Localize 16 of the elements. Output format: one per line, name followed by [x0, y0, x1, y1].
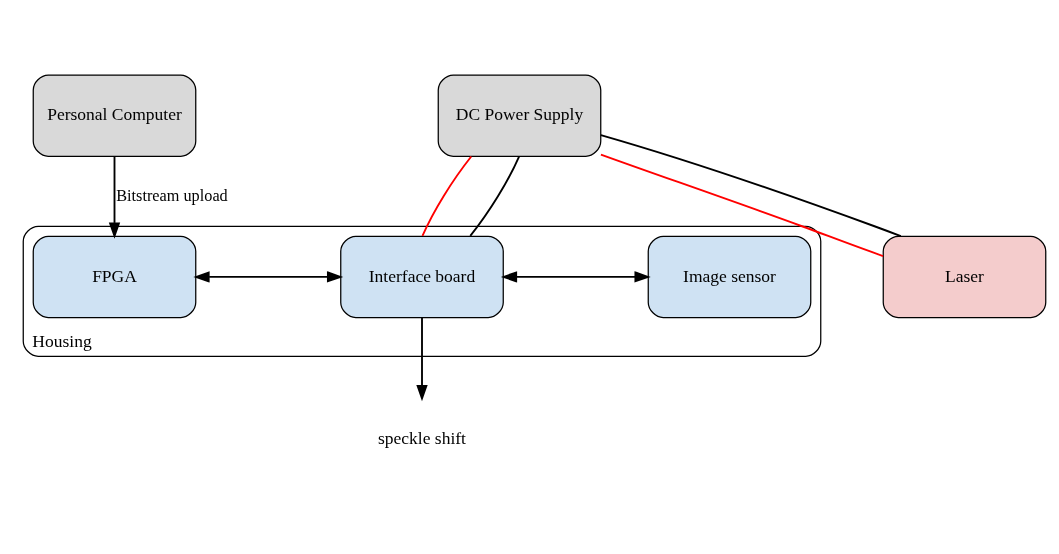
node-box: Personal Computer: [32, 73, 197, 157]
edge-label: Bitstream upload: [116, 186, 228, 204]
arrow: [108, 155, 121, 239]
node-box: Laser: [882, 235, 1047, 318]
arrow: [193, 270, 344, 283]
connector: [599, 153, 884, 257]
node-box: DC Power Supply: [437, 73, 602, 157]
arrow: [416, 316, 428, 401]
node-box: Interface board: [340, 235, 504, 318]
connector: [421, 155, 473, 237]
connector: [599, 133, 902, 237]
node-text: speckle shift: [378, 427, 466, 448]
arrow: [500, 270, 651, 283]
node-box: Image sensor: [647, 235, 812, 318]
node-box: FPGA: [32, 235, 197, 318]
connector: [469, 155, 520, 237]
